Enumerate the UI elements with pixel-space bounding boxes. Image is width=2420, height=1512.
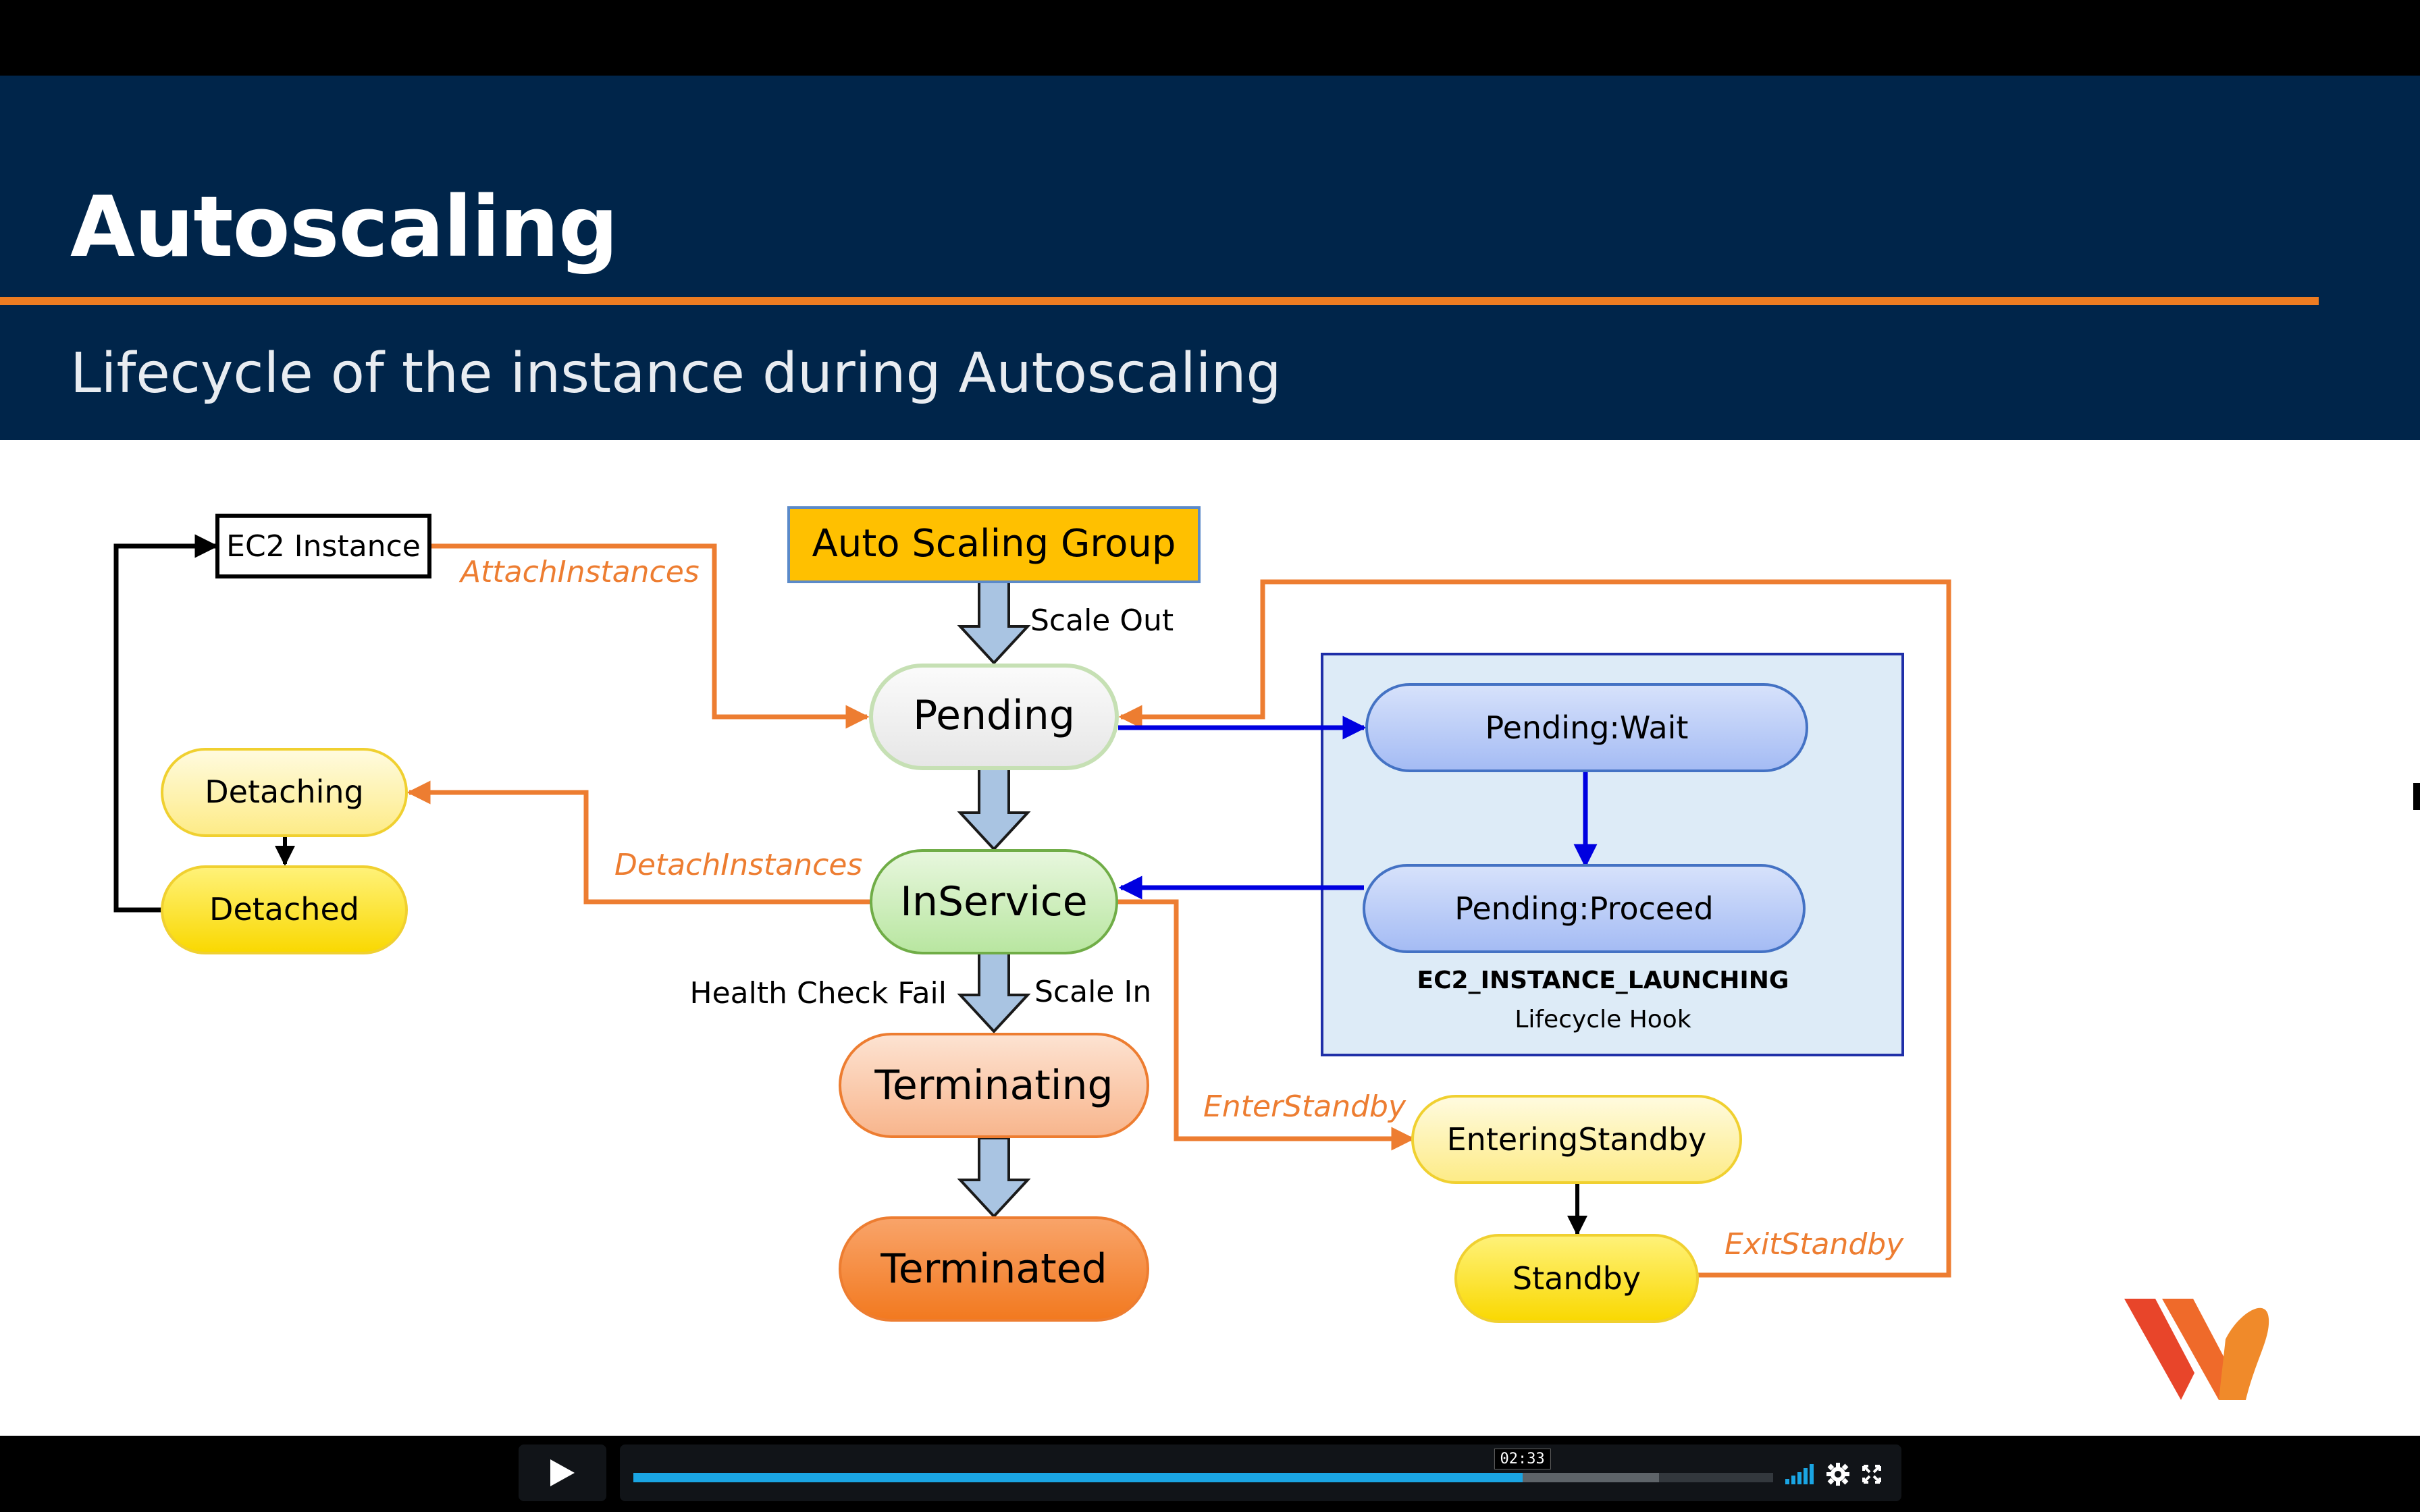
detach-instances-line: [406, 780, 871, 905]
lifecycle-diagram: EC2 Instance Auto Scaling Group Pending …: [113, 506, 2269, 1400]
slide-header: Autoscaling Lifecycle of the instance du…: [0, 76, 2420, 440]
node-pending: Pending: [869, 664, 1119, 770]
edge-marker: [2413, 783, 2420, 810]
terminating-label: Terminating: [874, 1062, 1113, 1109]
node-detached: Detached: [161, 865, 408, 954]
auto-scaling-group-label: Auto Scaling Group: [812, 522, 1176, 566]
scale-in-label: Scale In: [1034, 975, 1151, 1009]
node-standby: Standby: [1454, 1234, 1699, 1323]
fullscreen-button[interactable]: [1857, 1459, 1887, 1489]
exit-standby-line: [1118, 579, 1951, 1278]
detaching-label: Detaching: [205, 774, 364, 810]
title-underline: [0, 297, 2319, 305]
slide-subtitle: Lifecycle of the instance during Autosca…: [70, 342, 1282, 406]
node-detaching: Detaching: [161, 748, 408, 837]
detached-to-ec2-line: [113, 534, 219, 913]
exit-standby-label: ExitStandby: [1725, 1227, 1904, 1262]
enter-standby-line: [1117, 899, 1415, 1151]
node-inservice: InService: [870, 849, 1118, 954]
block-arrows: [957, 580, 1031, 1218]
slide-title: Autoscaling: [70, 179, 619, 276]
hook-caption-label: Lifecycle Hook: [1515, 1006, 1691, 1033]
inservice-label: InService: [900, 878, 1087, 925]
enter-standby-label: EnterStandby: [1203, 1089, 1406, 1124]
settings-button[interactable]: [1823, 1459, 1853, 1489]
terminated-label: Terminated: [880, 1245, 1107, 1293]
standby-label: Standby: [1512, 1260, 1641, 1297]
progress-bar[interactable]: 02:33: [633, 1449, 1773, 1482]
attach-instances-label: AttachInstances: [458, 555, 700, 589]
gear-icon: [1826, 1463, 1849, 1486]
play-icon: [550, 1459, 575, 1486]
pending-proceed-label: Pending:Proceed: [1454, 890, 1713, 927]
node-entering-standby: EnteringStandby: [1411, 1095, 1742, 1184]
node-terminated: Terminated: [839, 1216, 1149, 1322]
scale-out-label: Scale Out: [1030, 603, 1174, 638]
node-pending-proceed: Pending:Proceed: [1363, 864, 1806, 953]
video-top-letterbox: [0, 0, 2420, 76]
progress-panel: 02:33: [620, 1444, 1901, 1501]
health-check-fail-label: Health Check Fail: [690, 976, 947, 1010]
pending-to-inservice-arrow: [957, 767, 1031, 851]
pending-wait-label: Pending:Wait: [1485, 709, 1689, 746]
slide-canvas: EC2 Instance Auto Scaling Group Pending …: [0, 440, 2420, 1436]
play-button[interactable]: [519, 1444, 606, 1501]
hook-name-label: EC2_INSTANCE_LAUNCHING: [1417, 967, 1789, 994]
volume-button[interactable]: [1785, 1459, 1815, 1489]
detach-instances-label: DetachInstances: [614, 848, 862, 882]
node-ec2-instance: EC2 Instance: [215, 514, 431, 578]
node-auto-scaling-group: Auto Scaling Group: [787, 506, 1201, 583]
entering-standby-label: EnteringStandby: [1447, 1121, 1707, 1158]
detached-label: Detached: [209, 891, 359, 927]
current-time-tooltip: 02:33: [1494, 1449, 1551, 1469]
scale-out-arrow: [957, 580, 1031, 665]
video-player-controls: 02:33: [519, 1444, 1901, 1501]
inservice-to-terminating-arrow: [957, 952, 1031, 1033]
fullscreen-icon: [1862, 1465, 1881, 1484]
brand-logo: [2124, 1299, 2269, 1400]
ec2-instance-label: EC2 Instance: [226, 529, 421, 564]
node-terminating: Terminating: [839, 1033, 1149, 1138]
terminating-to-terminated-arrow: [957, 1137, 1031, 1218]
played-bar: [633, 1473, 1523, 1482]
attach-instances-line: [429, 543, 870, 729]
node-pending-wait: Pending:Wait: [1365, 683, 1808, 772]
volume-icon: [1785, 1464, 1814, 1484]
pending-label: Pending: [913, 692, 1075, 739]
